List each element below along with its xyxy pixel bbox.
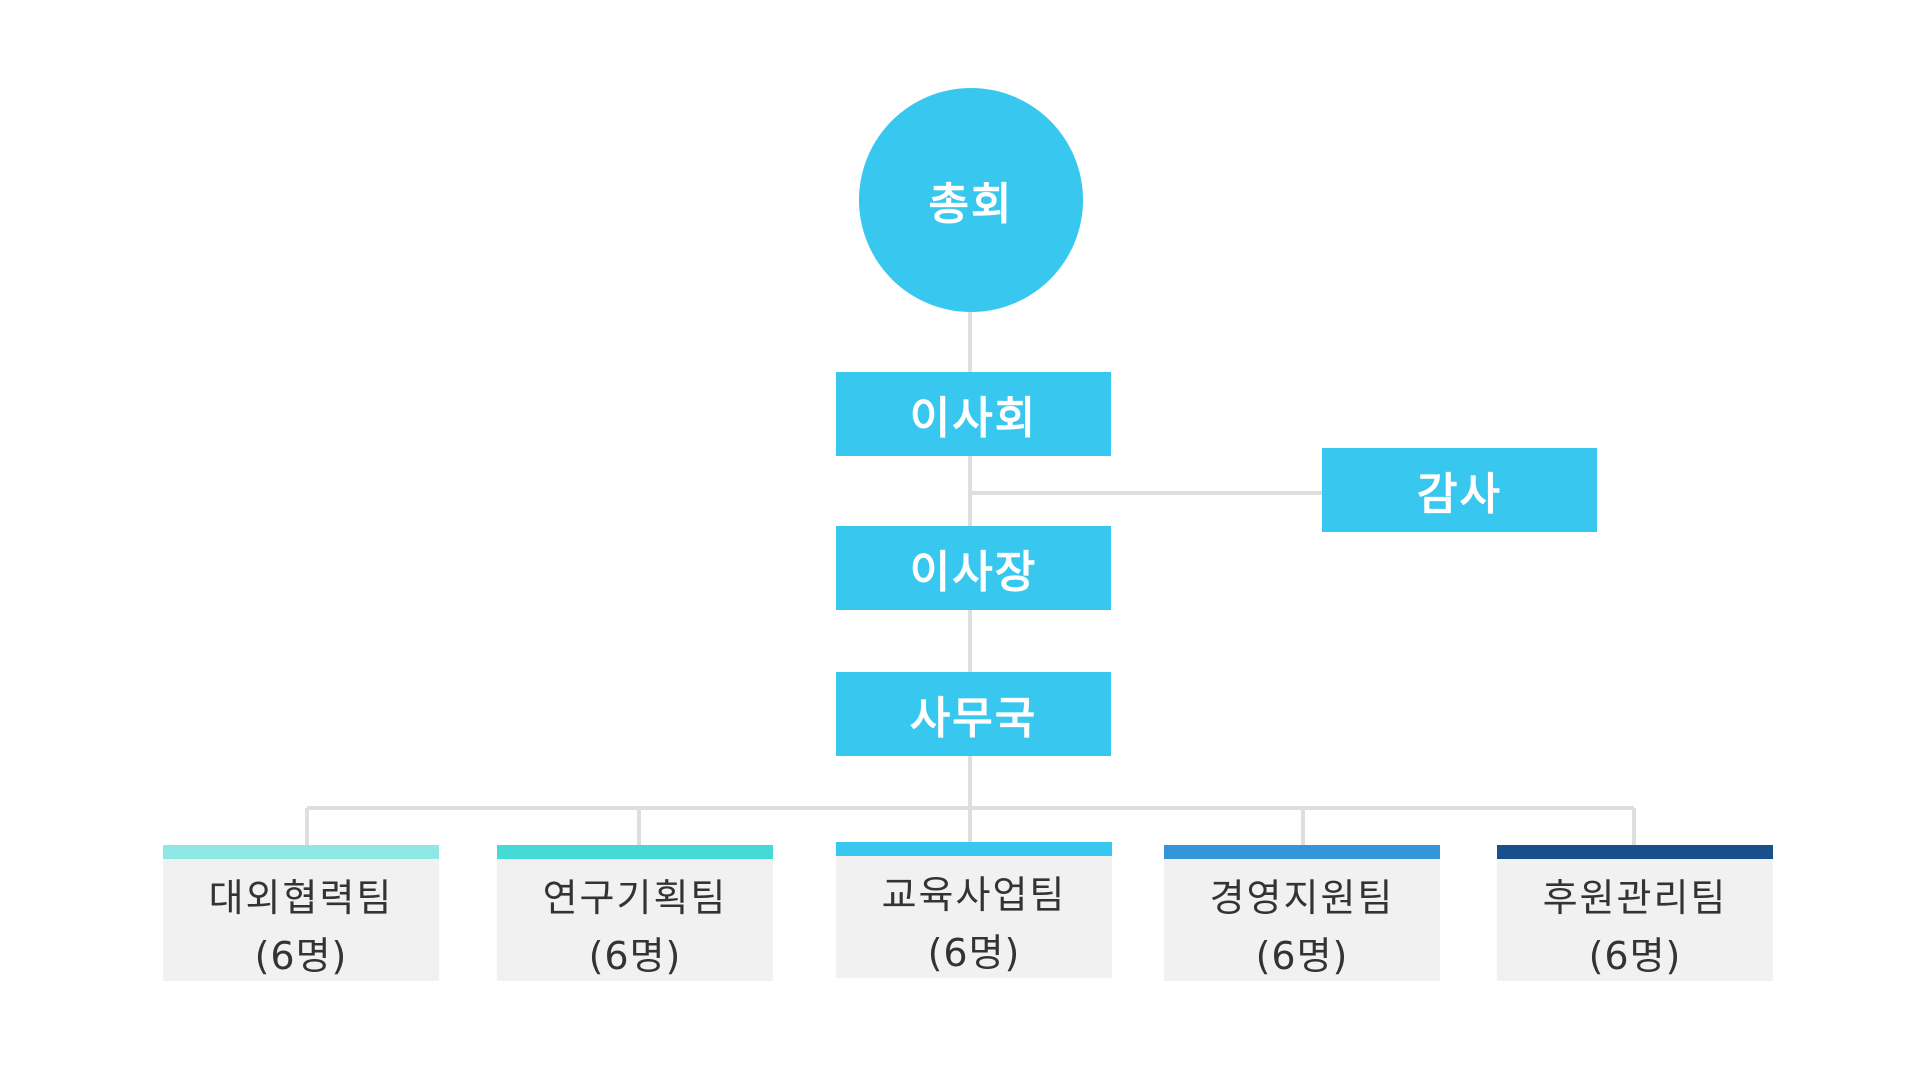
team-card-education-business: 교육사업팀 (6명) (836, 842, 1112, 978)
team-name: 후원관리팀 (1542, 876, 1728, 920)
team-member-count: (6명) (1255, 934, 1349, 978)
team-card-research-planning: 연구기획팀 (6명) (497, 845, 773, 981)
team-name: 연구기획팀 (542, 876, 728, 920)
team-card-management-support: 경영지원팀 (6명) (1164, 845, 1440, 981)
chairman-label: 이사장 (909, 547, 1038, 598)
team-accent-bar (497, 845, 773, 859)
team-card-sponsorship-management: 후원관리팀 (6명) (1497, 845, 1773, 981)
team-accent-bar (163, 845, 439, 859)
team-member-count: (6명) (254, 934, 348, 978)
chairman-node: 이사장 (836, 526, 1111, 610)
board-node: 이사회 (836, 372, 1111, 456)
team-name: 경영지원팀 (1209, 876, 1395, 920)
team-accent-bar (1497, 845, 1773, 859)
secretariat-label: 사무국 (909, 693, 1038, 744)
general-assembly-label: 총회 (928, 179, 1014, 230)
team-accent-bar (836, 842, 1112, 856)
team-member-count: (6명) (588, 934, 682, 978)
team-accent-bar (1164, 845, 1440, 859)
team-member-count: (6명) (1588, 934, 1682, 978)
auditor-node: 감사 (1322, 448, 1597, 532)
team-member-count: (6명) (927, 931, 1021, 975)
team-card-external-cooperation: 대외협력팀 (6명) (163, 845, 439, 981)
team-name: 교육사업팀 (881, 873, 1067, 917)
auditor-label: 감사 (1417, 469, 1502, 520)
general-assembly-node: 총회 (859, 88, 1083, 312)
secretariat-node: 사무국 (836, 672, 1111, 756)
team-name: 대외협력팀 (208, 876, 394, 920)
board-label: 이사회 (909, 393, 1038, 444)
